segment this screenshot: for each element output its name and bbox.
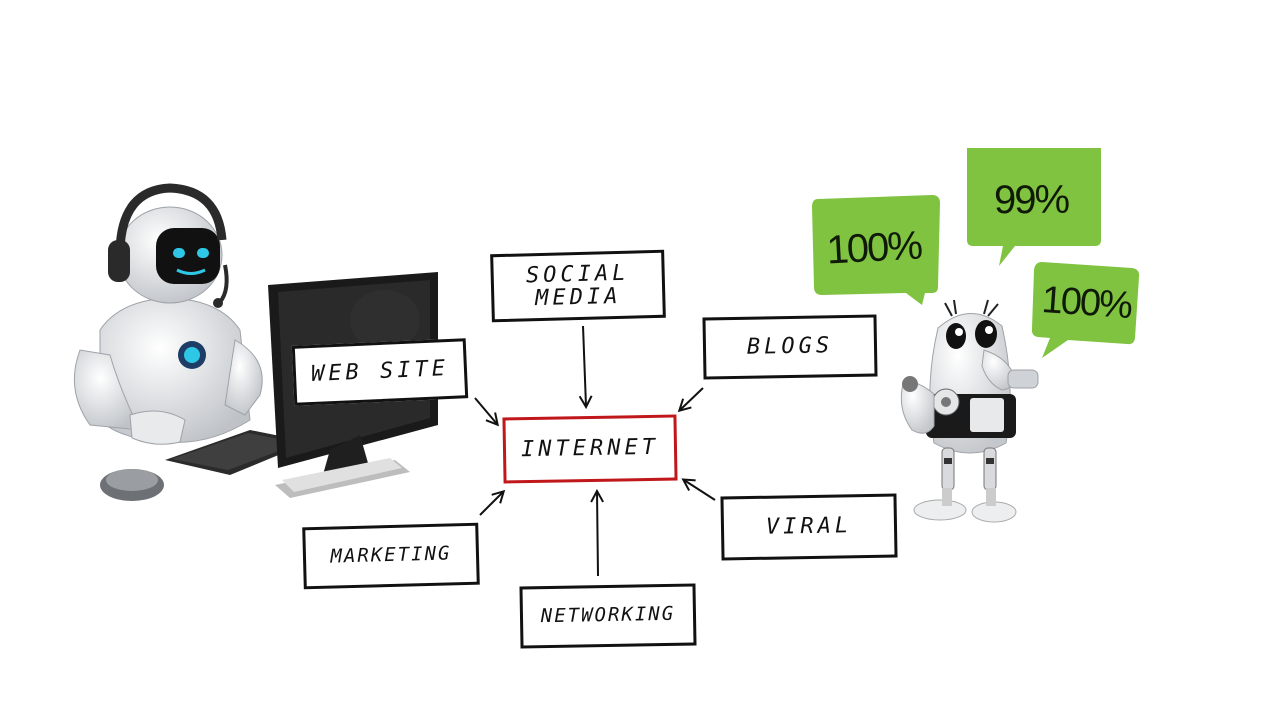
bubble-top: 99% [967, 148, 1101, 266]
arrow-marketing [479, 492, 503, 516]
bubble-top-text: 99% [994, 178, 1069, 222]
node-label: VIRAL [765, 513, 853, 541]
bubble-right: 100% [1031, 262, 1140, 358]
node-internet: INTERNET [502, 414, 678, 484]
bubble-left-text: 100% [825, 223, 923, 272]
center-label: INTERNET [520, 435, 660, 463]
node-social-media: SOCIAL MEDIA [490, 249, 666, 323]
arrow-blogs [680, 387, 704, 410]
node-marketing: MARKETING [302, 522, 480, 590]
bubble-left: 100% [812, 195, 940, 305]
arrow-networking [597, 492, 598, 577]
arrow-social-media [583, 325, 586, 406]
bubble-right-text: 100% [1040, 279, 1133, 327]
node-viral: VIRAL [720, 493, 898, 561]
node-label: MARKETING [330, 542, 452, 568]
arrow-viral [684, 480, 716, 501]
node-networking: NETWORKING [519, 583, 697, 649]
node-label: NETWORKING [540, 602, 676, 628]
headset-icon [108, 183, 229, 308]
node-label: WEB SITE [310, 356, 450, 388]
robot-thinking-icon [900, 299, 1039, 523]
arrow-website [474, 397, 497, 424]
node-website: WEB SITE [291, 338, 469, 406]
node-label: SOCIAL MEDIA [525, 260, 630, 312]
node-label: BLOGS [746, 333, 834, 361]
node-blogs: BLOGS [702, 314, 878, 380]
